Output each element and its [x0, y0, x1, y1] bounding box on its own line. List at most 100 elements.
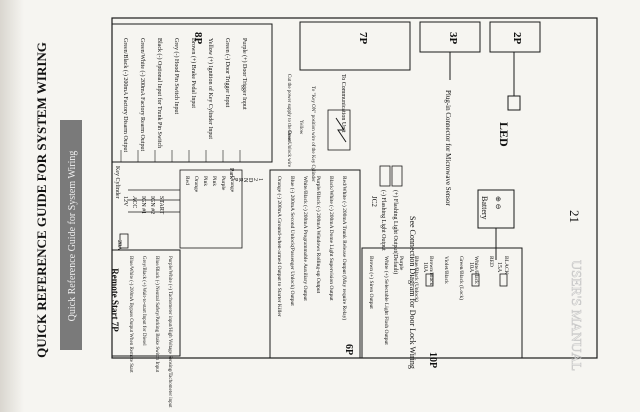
connector-10p-label: 10P [427, 352, 438, 368]
cut-power-note: Cut the power supply to the Door Unlock … [286, 74, 291, 168]
gear-letter: P [232, 178, 238, 182]
connector-10p-wire: Green/Black (Lock) [458, 256, 465, 300]
diagram-frame [111, 17, 598, 359]
connector-10p-wire: Brown (+) Siren Output [368, 256, 375, 309]
gear-letter: D [247, 178, 253, 183]
connector-8p-wire: Grey (-) Hood Pin Switch Input [173, 38, 180, 114]
connector-8p-wire: Yellow (+) Ignition of Key Cylinder Inpu… [207, 38, 214, 139]
fuse-label: 15A [496, 262, 502, 273]
jumper-opt2: (+) Flashing Light Output(Default) [392, 190, 399, 274]
see-connection-note: See Connection Diagram for Door Lock Wir… [408, 216, 417, 369]
battery-label: Battery [480, 196, 489, 220]
remote-start-wire: Grey/Black (+) Wait-to-start Input for D… [141, 256, 146, 346]
jumper-1 [379, 165, 391, 187]
connector-6p-wire-list: Orange (-) 200mA Ground-when-armed Outpu… [276, 176, 348, 320]
jumper-2 [391, 165, 403, 187]
connector-6p-wire: Red/White (-) 200mA Trunk Release Output… [341, 176, 348, 320]
key-position: ACC [131, 196, 137, 208]
connector-10p-wire: Blue/Black (Unlock) [413, 256, 420, 302]
remote-start-wire: Purple/White (+) Tachometer input/High V… [167, 256, 172, 408]
relay-box [179, 169, 243, 249]
connector-6p-label: 6P [343, 344, 354, 355]
connector-8p-wire: Green/Black (-) 200mA Factory Disarm Out… [122, 38, 129, 152]
connector-8p-wire: Brown (+) Brake Pedal Input [190, 38, 197, 108]
connector-8p-wire: Purple (+) Door Trigger Input [241, 38, 248, 110]
fuse-label: 10A [468, 262, 474, 273]
connector-3p-label: 3P [447, 32, 459, 45]
key-position: 12V [122, 196, 128, 207]
connector-6p-wire: Purple/Black (-) 200mA Windows Rolling-u… [315, 176, 322, 294]
remote-start-wire: Blue/Black (-) Neutral Safety/Parking Br… [154, 256, 159, 373]
connector-8p-wire: Green (-) Door Trigger Input [224, 38, 231, 108]
fuse [471, 273, 480, 287]
page-number: 21 [567, 210, 582, 223]
gear-letter: R [237, 178, 243, 182]
fuse-20a-label: 20A [116, 240, 122, 251]
key-position: IGN #1 [140, 196, 146, 214]
remote-start-box [111, 249, 181, 357]
connector-8p-wire-list: Green/Black (-) 200mA Factory Disarm Out… [120, 38, 248, 162]
yellow-label: Yellow [298, 120, 303, 135]
relay-label: Orange [193, 176, 199, 193]
connector-8p-label: 8P [192, 32, 204, 45]
key-cylinder-label: Key Cylinder [114, 166, 120, 199]
connector-10p-wire: BLACK [503, 256, 509, 275]
led-label: LED [497, 122, 511, 147]
remote-start-wire-list: Blue/White (-) 200mA Bypass Output When … [128, 256, 172, 408]
relay-label: Pink [211, 176, 217, 186]
connector-6p-wire: Blue (-) 200mA Second Unlock(Passenger U… [289, 176, 296, 306]
remote-start-label: Remote Start 7P [110, 268, 120, 332]
key-position: START [158, 196, 164, 214]
connector-8p-box [111, 23, 273, 163]
microwave-label: Plug-in Connector for Microwave Sensor [444, 90, 452, 207]
connector-2p-box [489, 21, 541, 53]
relay-label: Orange [229, 176, 235, 193]
connector-10p-wire: RED [488, 256, 494, 267]
comm-unit-label: To Communication Unit [340, 74, 346, 133]
relay-label: Red [184, 176, 190, 185]
connector-10p-wire: White/Black [473, 256, 479, 284]
subtitle-band [60, 120, 82, 350]
page-binding-shadow [0, 0, 24, 412]
relay-label: Purple [220, 176, 226, 191]
connector-7p-label: 7P [357, 32, 369, 45]
connector-10p-wire: Violet/Black [443, 256, 449, 284]
relay-label: Pink [202, 176, 208, 186]
gear-letter: 1 [257, 178, 263, 181]
key-position: IGN #2 [149, 196, 155, 214]
footer-watermark: USER'S MANUAL [568, 260, 583, 371]
remote-start-wire: Blue/White (-) 200mA Bypass Output When … [128, 256, 133, 373]
connector-10p-wire: Purple [398, 256, 404, 271]
main-title: QUICK REFERENCE GUIDE FOR SYSTEM WIRING [34, 42, 49, 358]
comm-unit-box [327, 109, 351, 151]
gear-letter: N [242, 178, 248, 183]
jumper-opt1: (-) Flashing Light Output [380, 190, 387, 251]
subtitle: Quick Reference Guide for System Wiring [67, 151, 78, 322]
connector-10p-box [361, 247, 523, 359]
fuse-20a [119, 233, 129, 249]
jc2-label: JC2 [370, 196, 378, 207]
connector-8p-wire: Green/White (-) 200mA Factory Rearm Outp… [139, 38, 146, 151]
fuse [425, 273, 434, 287]
lightning-icon [335, 117, 347, 143]
led-icon [507, 95, 521, 111]
key-on-note: To "Key ON" position wire of the Key Cyl… [310, 86, 315, 182]
green-label: Green [286, 130, 291, 143]
connector-6p-box [269, 169, 361, 359]
connector-6p-wire: Orange (-) 200mA Ground-when-armed Outpu… [276, 176, 283, 317]
park-label: Park [228, 168, 234, 179]
connector-8p-wire: Black (-) Optional Input for Trunk Pin S… [156, 38, 163, 148]
connector-7p-box [299, 21, 411, 71]
connector-6p-wire: White/Black (-) 200mA Programmable Auxil… [302, 176, 309, 301]
fuse-label: 10A [422, 262, 428, 273]
connector-6p-wire: Black/White (-) 200mA Dome Light Supervi… [328, 176, 335, 301]
fuses: 10A 10A 15A [422, 262, 508, 287]
fuse [499, 273, 508, 287]
connector-2p-label: 2P [511, 32, 523, 45]
connector-10p-wire: White (+) Selectable Light Flash Output [383, 256, 390, 345]
